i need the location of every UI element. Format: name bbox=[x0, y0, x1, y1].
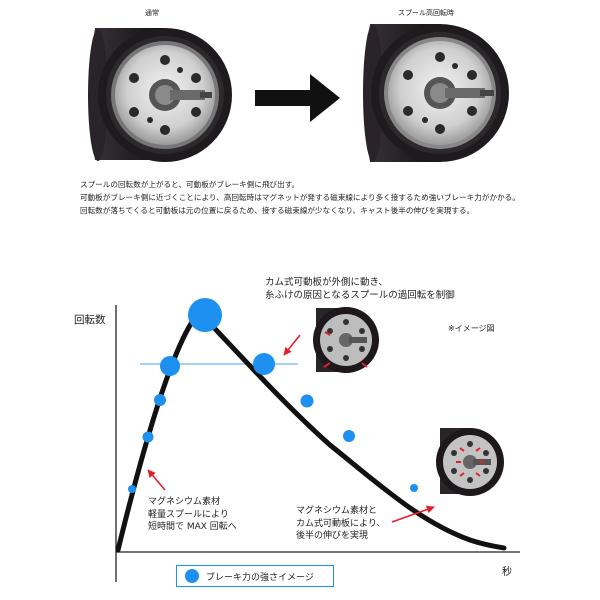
right-reel-label: スプール高回転時 bbox=[398, 9, 454, 17]
y-axis-label: 回転数 bbox=[74, 314, 106, 326]
brake-circle bbox=[300, 394, 314, 408]
annotation-left-line-3: 短時間で MAX 回転へ bbox=[148, 522, 237, 532]
left-reel-label: 通常 bbox=[145, 9, 159, 17]
brake-circle bbox=[160, 356, 180, 376]
brake-circle bbox=[128, 485, 136, 493]
brake-circle bbox=[154, 394, 166, 406]
annotation-top-line-1: カム式可動板が外側に動き、 bbox=[265, 277, 388, 288]
brake-circle bbox=[253, 353, 275, 375]
legend-box: ブレーキ力の強さイメージ bbox=[176, 565, 334, 587]
caption-line-3: 回転数が落ちてくると可動板は元の位置に戻るため、接する磁束線が少なくなり、キャス… bbox=[80, 206, 475, 215]
annotation-right: マグネシウム素材と カム式可動板により、 後半の伸びを実現 bbox=[296, 505, 385, 543]
annotation-top-line-2: 糸ふけの原因となるスプールの過回転を制御 bbox=[265, 290, 455, 301]
annotation-top: カム式可動板が外側に動き、 糸ふけの原因となるスプールの過回転を制御 bbox=[265, 276, 455, 302]
brake-circle-peak bbox=[188, 298, 222, 332]
annotation-left-line-1: マグネシウム素材 bbox=[148, 497, 221, 507]
x-axis-label: 秒 bbox=[502, 567, 512, 578]
caption-line-2: 可動板がブレーキ側に近づくことにより、高回転時はマグネットが発する磁束線により多… bbox=[80, 193, 520, 202]
reel-illustrations bbox=[88, 24, 509, 162]
annotation-arrow-left bbox=[147, 469, 166, 491]
annotation-right-line-2: カム式可動板により、 bbox=[296, 518, 386, 529]
explanation-caption: スプールの回転数が上がると、可動板がブレーキ側に飛び出す。 可動板がブレーキ側に… bbox=[80, 178, 520, 217]
rpm-graph bbox=[115, 298, 520, 582]
annotation-arrow-right bbox=[391, 505, 435, 523]
annotation-right-line-3: 後半の伸びを実現 bbox=[296, 531, 369, 541]
annotation-left: マグネシウム素材 軽量スプールにより 短時間で MAX 回転へ bbox=[148, 496, 237, 534]
annotation-arrow-top bbox=[283, 334, 301, 356]
image-note: ※イメージ図 bbox=[448, 324, 495, 333]
reel-normal-image bbox=[88, 28, 232, 162]
transition-arrow-icon bbox=[255, 74, 340, 122]
annotation-right-line-1: マグネシウム素材と bbox=[296, 506, 378, 516]
reel-high-rpm-image bbox=[363, 24, 509, 162]
caption-line-1: スプールの回転数が上がると、可動板がブレーキ側に飛び出す。 bbox=[80, 180, 300, 189]
legend-label: ブレーキ力の強さイメージ bbox=[206, 572, 314, 583]
brake-circle bbox=[142, 431, 154, 443]
reel-inset-mid-image bbox=[313, 307, 379, 373]
brake-circle bbox=[410, 484, 418, 492]
brake-circle bbox=[343, 430, 355, 442]
reel-inset-late-image bbox=[436, 428, 504, 496]
annotation-left-line-2: 軽量スプールにより bbox=[148, 509, 229, 520]
legend-circle-icon bbox=[185, 569, 199, 583]
